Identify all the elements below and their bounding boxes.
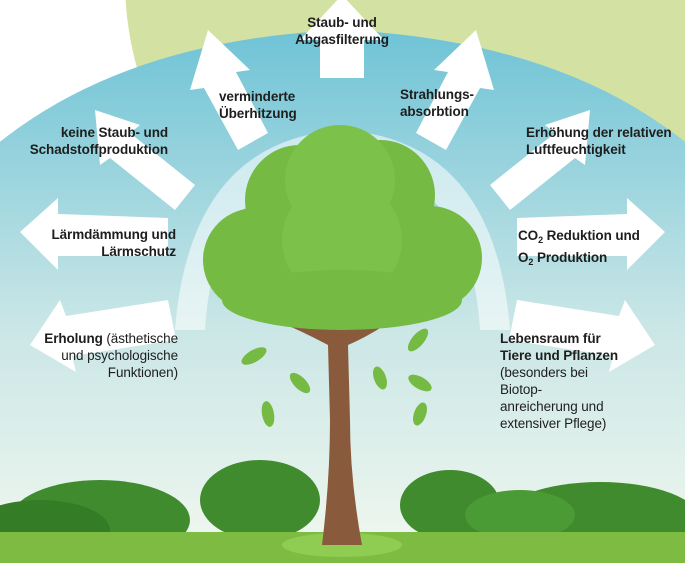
label-recreation: Erholung (ästhetische und psychologische… (44, 331, 178, 380)
leaf-7 (413, 402, 427, 426)
arrow-upper-right (416, 30, 494, 150)
arrow-top (300, 0, 384, 78)
bush-mid-left (200, 460, 320, 540)
leaf-3 (407, 328, 429, 352)
arrow-right-diag (490, 110, 590, 210)
arrow-left-diag (95, 110, 195, 210)
label-radiation-absorption: Strahlungs- absorbtion (400, 87, 474, 119)
label-habitat: Lebensraum für Tiere und Pflanzen (beson… (500, 331, 618, 431)
label-humidity-increase: Erhöhung der relativen Luftfeuchtigkeit (526, 125, 672, 157)
arrow-upper-left (190, 30, 268, 150)
leaf-5 (408, 374, 432, 392)
leaf-2 (289, 372, 311, 394)
arrow-right (517, 198, 665, 270)
falling-leaves (241, 328, 432, 427)
label-noise-protection: Lärmdämmung und Lärmschutz (51, 227, 176, 259)
label-dust-exhaust-filtering: Staub- und Abgasfilterung (295, 15, 389, 47)
leaf-6 (261, 401, 275, 427)
leaf-4 (373, 366, 387, 390)
label-no-dust-pollutants: keine Staub- und Schadstoffproduktion (29, 125, 168, 157)
arrow-lower-left (30, 300, 176, 372)
label-co2-o2: CO2 Reduktion und O2 Produktion (518, 228, 640, 267)
label-reduced-overheating: verminderte Überhitzung (219, 89, 297, 121)
ground (0, 460, 685, 563)
arrow-left (20, 198, 168, 270)
bush-right-2 (465, 490, 575, 540)
tree-trunk (270, 258, 410, 545)
arrow-lower-right (509, 300, 655, 372)
tree-crown (203, 125, 482, 330)
leaf-1 (241, 347, 267, 365)
